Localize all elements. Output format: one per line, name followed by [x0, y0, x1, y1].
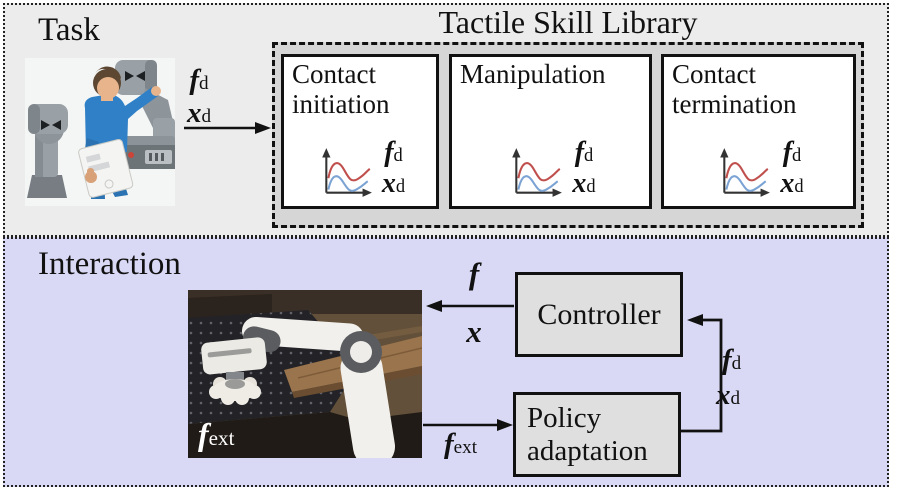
controller-box: Controller: [515, 272, 683, 357]
trajectory-plot-icon: [720, 148, 771, 197]
trajectory-plot-icon: [512, 148, 563, 197]
trajectory-plot-icon: [322, 148, 372, 197]
skill-card-manipulation: Manipulation fd xd: [449, 54, 652, 209]
task-signal-fd: fd: [189, 64, 209, 96]
skill-card-contact-initiation: Contact initiation fd xd: [281, 54, 439, 209]
robot-arm-image: [188, 290, 422, 458]
skill-signal-fd: fd: [574, 137, 594, 168]
signal-x: x: [466, 314, 482, 349]
skill-signal-xd: xd: [572, 168, 596, 199]
interaction-section: [3, 237, 889, 487]
skill-card-contact-termination: Contact termination fd xd: [661, 54, 856, 209]
skill-title: Contact termination: [672, 59, 797, 119]
interaction-label: Interaction: [38, 246, 181, 282]
skill-signal-xd: xd: [780, 168, 804, 199]
policy-adaptation-box: Policy adaptation: [513, 392, 681, 477]
task-signal-xd: xd: [186, 97, 212, 129]
skill-signal-xd: xd: [381, 168, 406, 199]
teaching-scene-image: [25, 58, 175, 206]
signal-fext: fext: [444, 428, 478, 460]
signal-fd: fd: [722, 344, 742, 376]
photo-fext-label: fext: [198, 416, 235, 452]
skill-signal-fd: fd: [782, 137, 802, 168]
library-title: Tactile Skill Library: [438, 4, 698, 40]
skill-signal-fd: fd: [384, 137, 403, 168]
skill-title: Manipulation: [460, 59, 606, 89]
skill-title: Contact initiation: [292, 59, 390, 119]
signal-xd: xd: [716, 379, 741, 411]
signal-f: f: [468, 256, 480, 291]
robot-arm-photo: fext: [188, 290, 422, 458]
task-label: Task: [38, 12, 100, 48]
task-illustration: [25, 58, 175, 206]
